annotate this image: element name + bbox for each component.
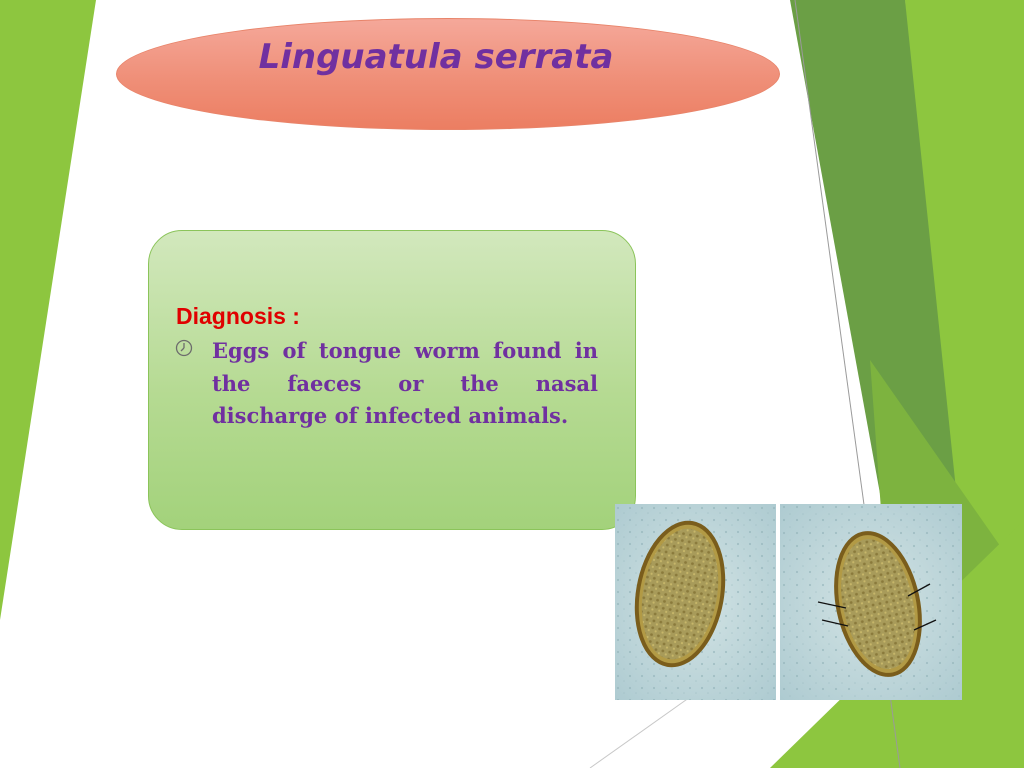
clock-icon — [175, 339, 193, 357]
slide-title: Linguatula serrata — [258, 37, 614, 77]
linguatula-egg-photo — [615, 504, 776, 700]
linguatula-egg-annotated-photo — [780, 504, 962, 700]
title-banner: Linguatula serrata — [116, 18, 780, 130]
annotation-lines — [817, 583, 937, 631]
thin-divider-line-bottom — [589, 689, 701, 768]
diagnosis-box: Diagnosis : Eggs of tongue worm found in… — [148, 230, 636, 530]
diagnosis-bullet-text: Eggs of tongue worm found in the faeces … — [212, 338, 598, 428]
left-green-band — [0, 0, 96, 620]
diagnosis-heading: Diagnosis : — [176, 303, 300, 329]
